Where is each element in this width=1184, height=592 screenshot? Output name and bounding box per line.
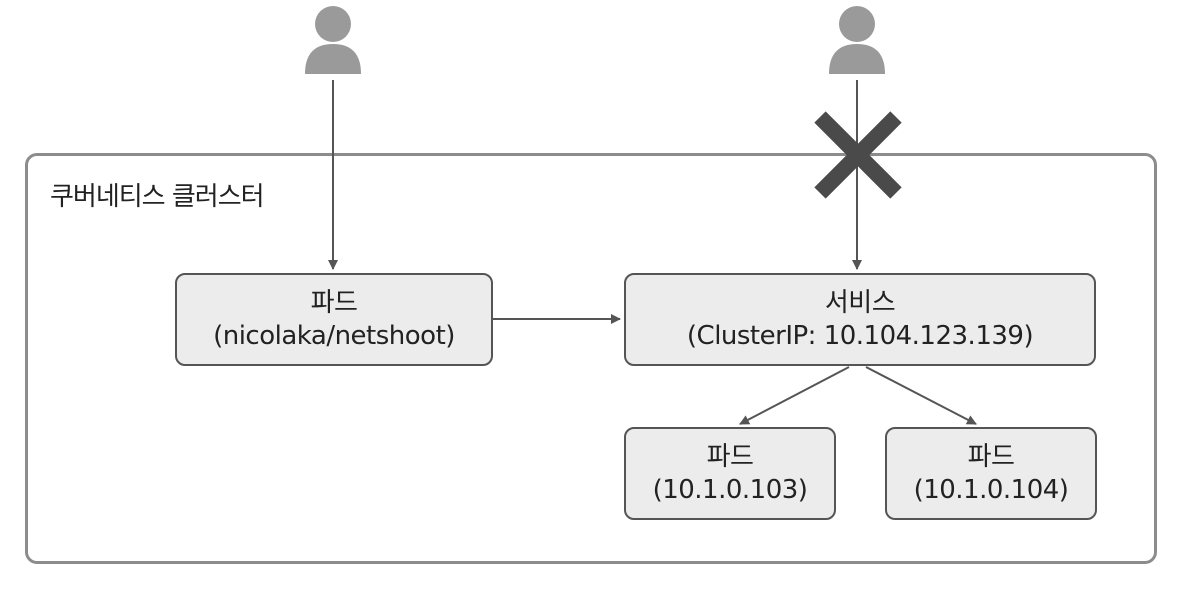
clusterip-service-node: 서비스 (ClusterIP: 10.104.123.139) bbox=[624, 273, 1096, 366]
blocked-x-icon bbox=[814, 111, 902, 199]
netshoot-pod-title: 파드 bbox=[310, 288, 358, 318]
backend-pod-2-node: 파드 (10.1.0.104) bbox=[885, 427, 1097, 520]
user-icon bbox=[829, 6, 885, 74]
pod-2-title: 파드 bbox=[967, 442, 1015, 472]
pod-1-title: 파드 bbox=[706, 442, 754, 472]
netshoot-pod-node: 파드 (nicolaka/netshoot) bbox=[175, 273, 493, 366]
user-icon bbox=[305, 6, 361, 74]
kubernetes-cluster-boundary bbox=[25, 153, 1157, 564]
cluster-label: 쿠버네티스 클러스터 bbox=[50, 182, 265, 212]
netshoot-pod-subtitle: (nicolaka/netshoot) bbox=[213, 320, 455, 351]
pod-2-ip: (10.1.0.104) bbox=[913, 474, 1069, 505]
backend-pod-1-node: 파드 (10.1.0.103) bbox=[624, 427, 836, 520]
arrow-service-to-pod1 bbox=[739, 366, 850, 425]
pod-1-ip: (10.1.0.103) bbox=[652, 474, 808, 505]
service-title: 서비스 bbox=[824, 288, 896, 318]
service-subtitle: (ClusterIP: 10.104.123.139) bbox=[686, 320, 1034, 351]
arrow-service-to-pod2 bbox=[865, 366, 977, 425]
